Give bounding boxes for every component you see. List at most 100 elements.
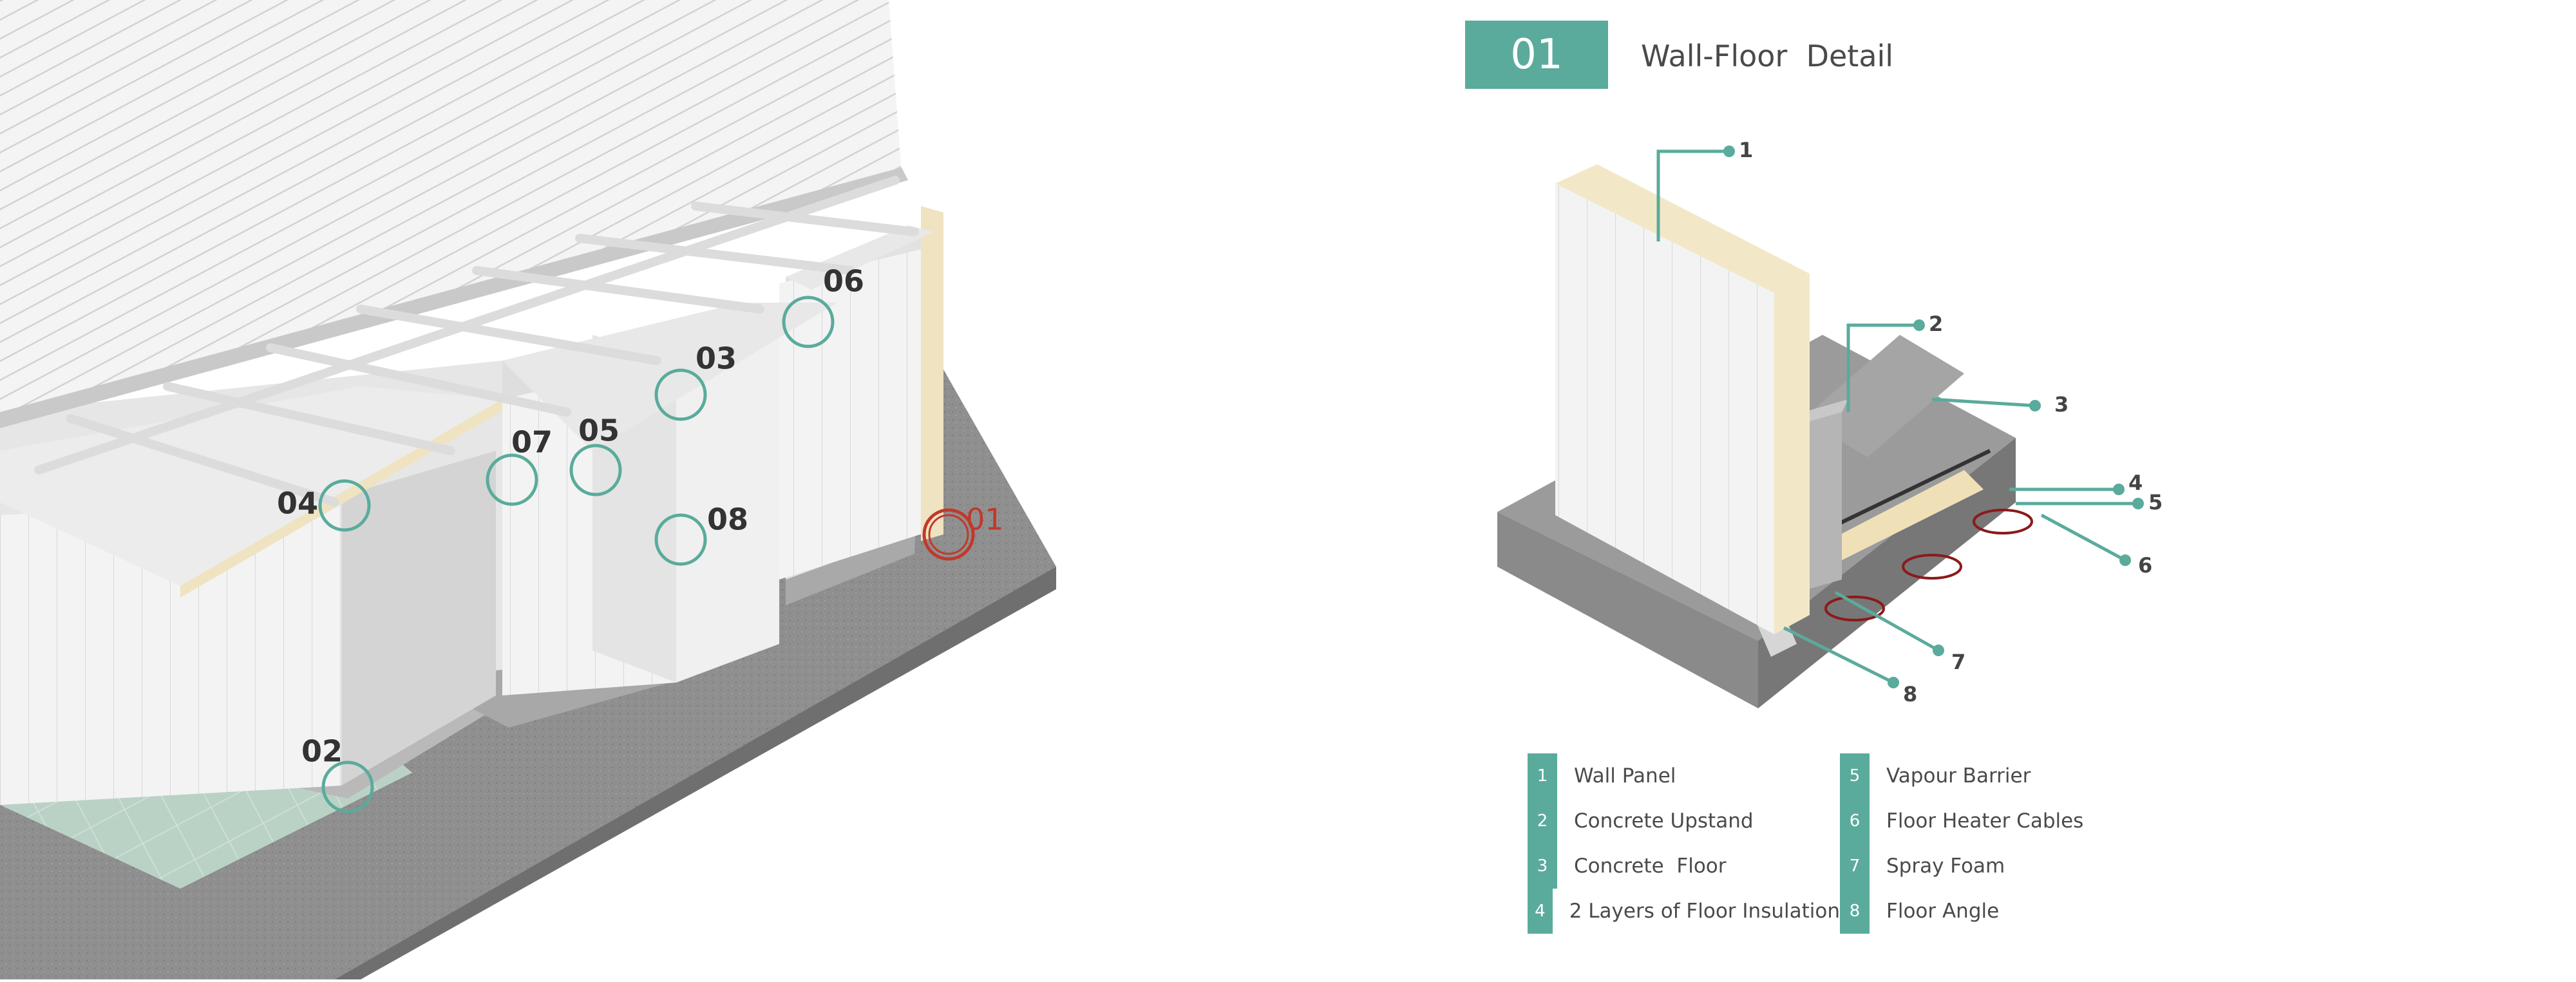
legend-number: 2: [1528, 798, 1557, 844]
pointer-dot: [2029, 400, 2041, 411]
legend-number: 4: [1528, 889, 1553, 934]
pointer-label: 3: [2054, 392, 2069, 417]
callout-01: 01: [922, 502, 1004, 561]
pointer-label: 5: [2148, 490, 2163, 515]
callout-circle: [922, 508, 975, 561]
pointer-dot: [2132, 498, 2144, 509]
overview-callouts: 01 02 03 04 05 06 07 08: [277, 264, 1004, 813]
floor-heater-cables: [1824, 509, 2033, 621]
pointer-label: 6: [2138, 553, 2152, 578]
pointer-line: [1834, 590, 1940, 652]
pointer-dot: [2119, 554, 2131, 566]
pointer-label: 4: [2128, 471, 2143, 495]
legend-number: 1: [1528, 753, 1557, 798]
end-wall: [921, 206, 943, 541]
pointer-line: [1656, 149, 1729, 241]
legend-label: Spray Foam: [1886, 855, 2005, 878]
tall-block-front: [676, 322, 779, 683]
legend-item: 7 Spray Foam: [1840, 844, 2107, 889]
detail-title: Wall-Floor Detail: [1641, 39, 1894, 73]
pointer-5: 5: [2016, 490, 2163, 515]
concrete-floor-front: [1497, 512, 1758, 708]
partition-wall-1: [0, 496, 341, 805]
callout-circle: [782, 296, 835, 348]
ceiling-panel-left-edge: [180, 399, 502, 598]
callout-label: 03: [696, 341, 737, 376]
legend-number: 3: [1528, 844, 1557, 889]
legend-item: 5 Vapour Barrier: [1840, 753, 2107, 798]
pointer-line: [2040, 513, 2126, 562]
wall-panel-edge: [1774, 274, 1810, 634]
callout-label: 02: [301, 734, 343, 769]
legend-label: Wall Panel: [1574, 764, 1676, 788]
legend-label: 2 Layers of Floor Insulation: [1569, 900, 1840, 923]
building-overview: [0, 0, 1056, 979]
legend-item: 4 2 Layers of Floor Insulation: [1528, 889, 1840, 934]
callout-circle-inner: [928, 514, 969, 555]
detail-pointers: 1 2 3 45 6 7 8: [1656, 138, 2163, 706]
callout-label: 01: [966, 502, 1004, 537]
legend-number: 8: [1840, 889, 1870, 934]
callout-circle: [321, 760, 374, 813]
pointer-dot: [1723, 146, 1735, 157]
legend-label: Concrete Upstand: [1574, 809, 1754, 833]
legend-label: Floor Angle: [1886, 900, 2000, 923]
ceiling-panel-right: [786, 225, 934, 290]
callout-03: 03: [654, 341, 737, 421]
pointer-line: [1846, 323, 1919, 412]
floor-insulation-layers: [1803, 470, 1984, 573]
detail-number-badge: 01: [1465, 21, 1608, 89]
pointer-dot: [1933, 645, 1944, 656]
corrugated-roof: [0, 0, 902, 425]
pointer-dot: [2113, 484, 2125, 495]
callout-label: 05: [578, 413, 620, 448]
partition-wall-1-side: [341, 451, 496, 786]
pointer-label: 7: [1951, 650, 1965, 674]
slab-front-edge: [335, 567, 1056, 979]
concrete-floor-upper: [1803, 335, 1964, 457]
callout-circle: [569, 444, 622, 496]
wall-panel-face: [1555, 184, 1774, 634]
callout-circle: [486, 453, 538, 506]
ceiling-panel-mid: [502, 303, 837, 451]
pointer-4: 4: [2009, 471, 2143, 495]
pointer-7: 7: [1834, 590, 1965, 674]
roof-trusses: [34, 176, 919, 507]
pointer-line: [1783, 626, 1895, 685]
callout-07: 07: [486, 425, 553, 506]
callout-05: 05: [569, 413, 622, 496]
pointer-3: 3: [1931, 392, 2069, 417]
legend-item: 8 Floor Angle: [1840, 889, 2107, 934]
callout-08: 08: [654, 502, 748, 566]
pointer-8: 8: [1783, 626, 1917, 706]
callout-circle: [654, 513, 707, 566]
callout-label: 07: [511, 425, 553, 460]
wall-floor-detail-drawing: [1497, 164, 2033, 708]
callout-circle: [654, 368, 707, 421]
callout-label: 06: [823, 264, 864, 299]
legend-item: 1 Wall Panel: [1528, 753, 1840, 798]
legend-item: 2 Concrete Upstand: [1528, 798, 1840, 844]
detail-number: 01: [1510, 31, 1563, 79]
pointer-dot: [1913, 319, 1925, 331]
pointer-label: 2: [1929, 312, 1943, 336]
wall-panel-core: [1555, 164, 1810, 293]
callout-02: 02: [301, 734, 374, 813]
right-room-wall: [779, 245, 940, 580]
legend-label: Floor Heater Cables: [1886, 809, 2084, 833]
pointer-label: 1: [1739, 138, 1753, 162]
pointer-2: 2: [1846, 312, 1943, 412]
legend-label: Vapour Barrier: [1886, 764, 2031, 788]
pointer-1: 1: [1656, 138, 1753, 241]
legend-number: 5: [1840, 753, 1870, 798]
callout-circle: [318, 479, 371, 532]
pointer-line: [1931, 397, 2036, 408]
callout-04: 04: [277, 479, 371, 532]
legend-number: 7: [1840, 844, 1870, 889]
callout-label: 04: [277, 486, 318, 521]
